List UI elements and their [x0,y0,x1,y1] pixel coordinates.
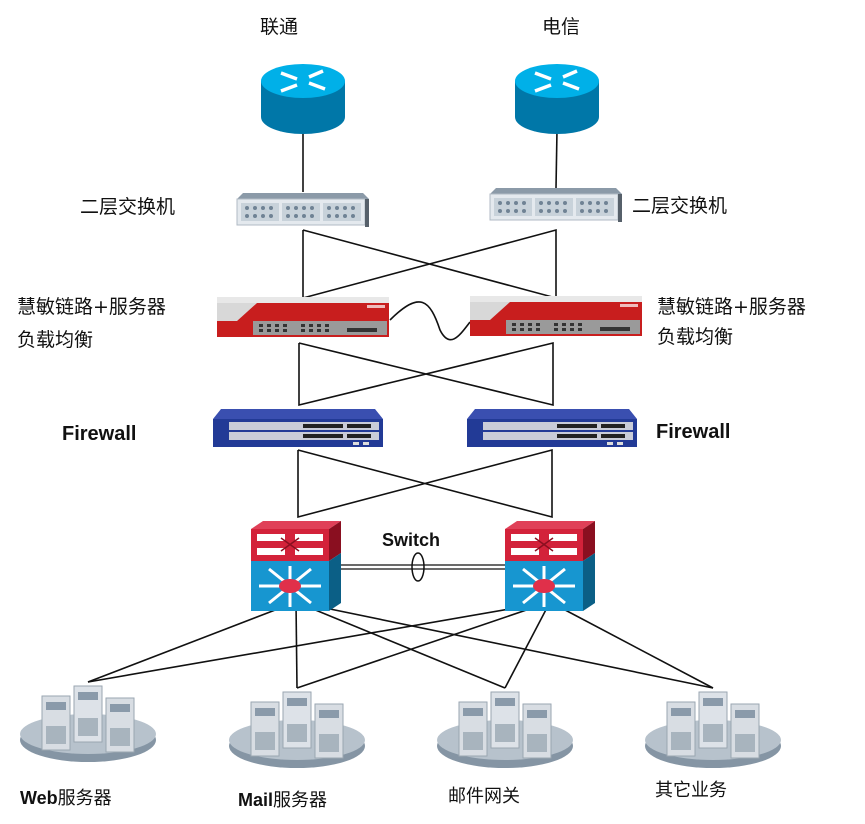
server-links [87,601,714,689]
core-link-label: Switch [382,530,440,550]
web-server-cluster-icon [19,685,157,763]
link-router-right [555,129,558,189]
firewall-label-right: Firewall [656,421,730,443]
isp-label-unicom: 联通 [260,16,298,38]
lb-label-left-line1: 慧敏链路+服务器 [17,296,166,318]
core-switch-icon-left [249,519,343,613]
load-balancer-icon-right [470,296,642,336]
other-services-cluster-icon [644,691,782,769]
cross-links-l2-lb [302,228,557,300]
connection-lines [87,129,714,689]
isp-label-telecom: 电信 [542,16,580,38]
core-switch-icon-right [503,519,597,613]
mail-server-cluster-icon [228,691,366,769]
mail-gateway-cluster-icon [436,691,574,769]
l2-switch-label-left: 二层交换机 [80,196,175,218]
server-label-mail: Mail服务器 [238,790,327,811]
load-balancer-icon-left [217,297,389,337]
lb-label-left-line2: 负载均衡 [17,329,93,351]
lb-heartbeat-cable [389,301,471,341]
server-label-mail-gateway: 邮件网关 [448,786,520,807]
l2-switch-label-right: 二层交换机 [632,195,727,217]
server-label-other-services: 其它业务 [655,780,727,801]
link-aggregation-ring [411,552,425,582]
cross-links-fw-core [297,448,553,519]
firewall-icon-right [467,409,637,447]
l2-switch-icon-right [489,187,623,223]
firewall-icon-left [213,409,383,447]
router-icon-right [513,62,601,136]
cross-links-lb-fw [298,341,554,407]
router-icon-left [259,62,347,136]
server-label-web: Web服务器 [20,788,112,809]
lb-label-right-line2: 负载均衡 [657,326,733,348]
lb-label-right-line1: 慧敏链路+服务器 [657,296,806,318]
l2-switch-icon-left [236,192,370,228]
firewall-label-left: Firewall [62,423,136,445]
